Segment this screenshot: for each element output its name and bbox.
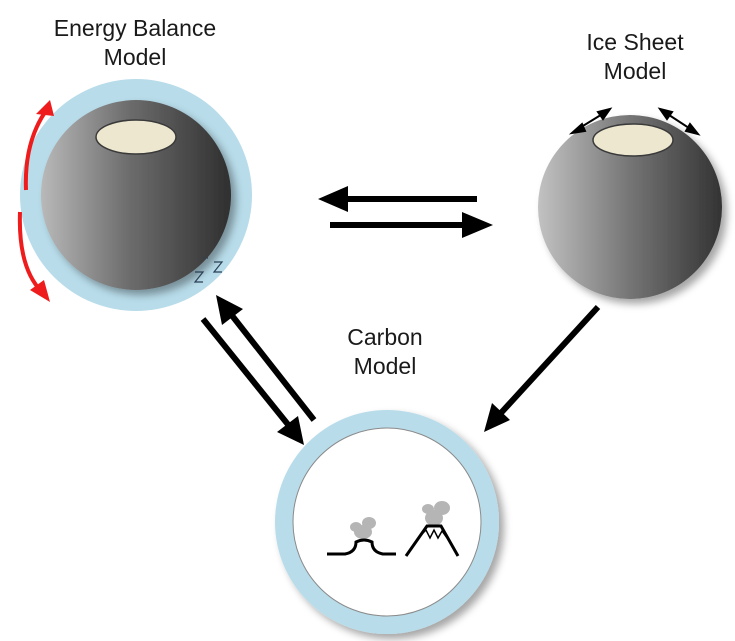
incoming-radiation-arrowhead [36, 100, 54, 116]
ice-sheet-model-title: Ice Sheet Model [545, 28, 725, 86]
arrow-energy-to-carbon-shaft [200, 317, 293, 429]
carbon-globe [275, 410, 499, 634]
volcano-icon [404, 501, 460, 557]
carbon-model-title: Carbon Model [310, 323, 460, 381]
arrow-carbon-to-energy-head [216, 295, 243, 325]
carbon-interior [292, 427, 482, 617]
arrow-energy-to-carbon-head [277, 416, 304, 445]
arrow-ice-to-energy-head [318, 186, 348, 212]
arrow-carbon-to-energy-shaft [227, 311, 317, 422]
ice-expansion-arrows-icon [568, 107, 701, 136]
outgoing-radiation-arrowhead [30, 280, 50, 302]
energy-balance-ice-cap [95, 119, 177, 155]
ice-sheet-earth [538, 115, 722, 299]
carbon-title-line1: Carbon [347, 324, 423, 350]
energy-balance-globe [20, 79, 252, 311]
coupling-arrows [200, 186, 601, 445]
radiation-arrows [17, 100, 54, 302]
ice-sheet-ice-cap [592, 123, 674, 157]
energy-balance-earth [41, 100, 231, 290]
energy-balance-title-line2: Model [103, 44, 167, 70]
energy-balance-model-title: Energy Balance Model [20, 14, 250, 72]
carbon-title-line2: Model [353, 353, 417, 379]
arrow-energy-to-ice-head [462, 212, 493, 238]
heat-radiation-icon [193, 257, 224, 283]
arrow-ice-to-carbon-shaft [497, 304, 601, 417]
ice-sheet-title-line2: Model [603, 58, 667, 84]
energy-balance-title-line1: Energy Balance [53, 15, 217, 41]
ice-sheet-globe [538, 107, 722, 299]
ice-sheet-title-line1: Ice Sheet [586, 29, 684, 55]
arrow-ice-to-carbon-head [484, 403, 510, 432]
ocean-ridge-outgassing-icon [327, 517, 396, 556]
